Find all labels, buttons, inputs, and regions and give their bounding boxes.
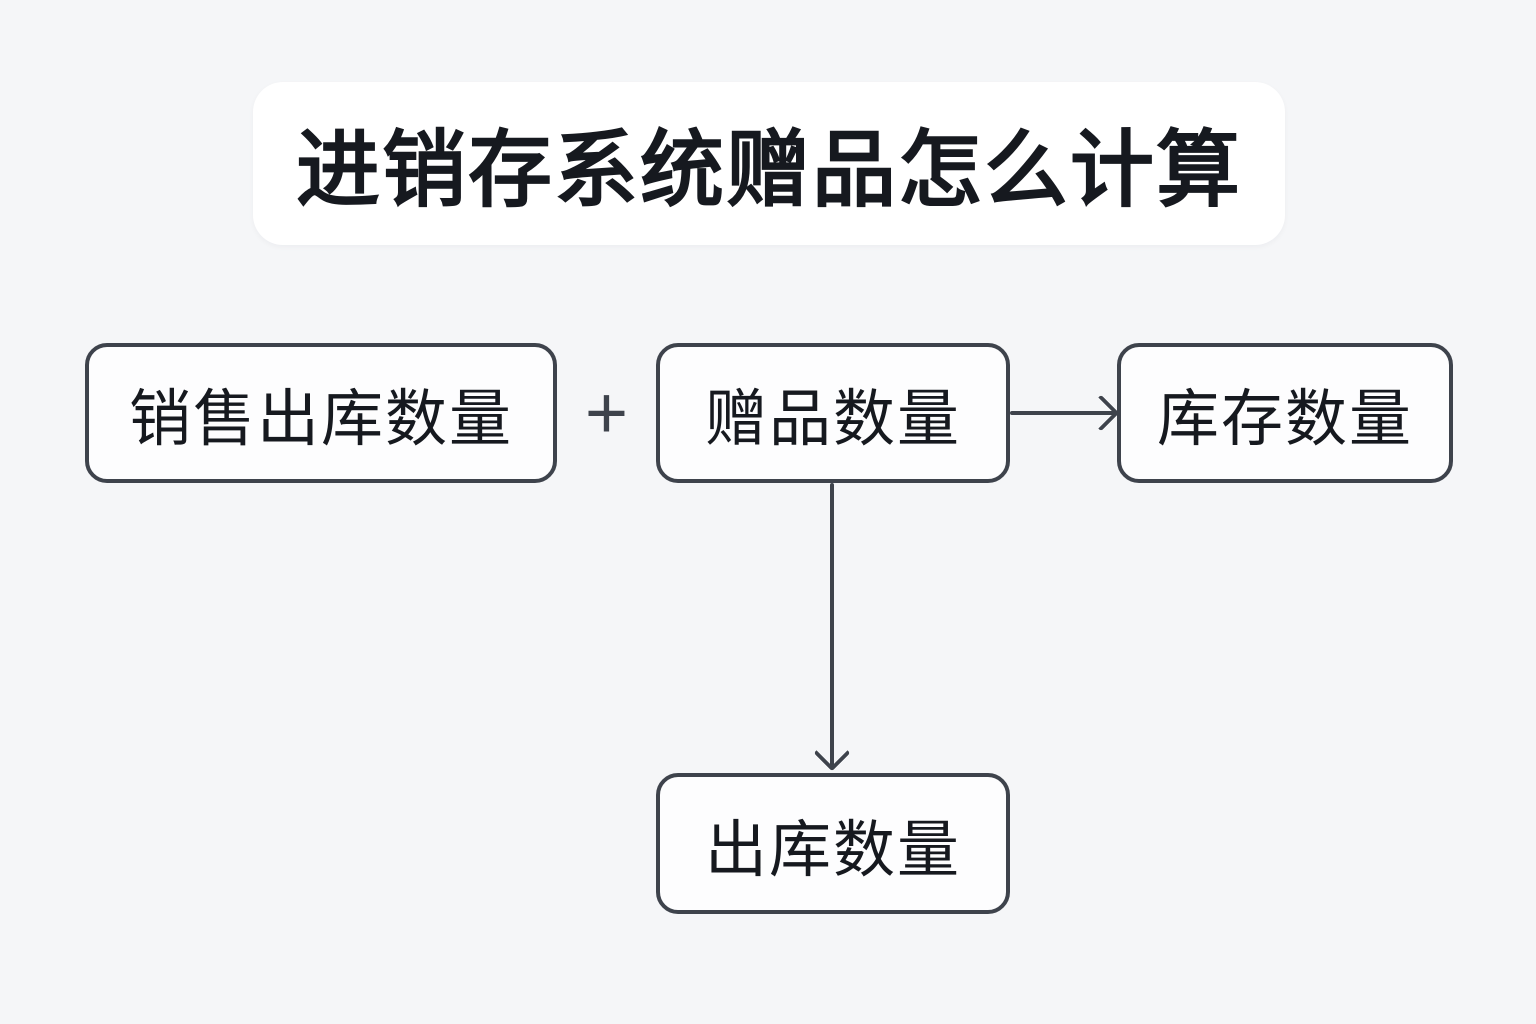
title-card: 进销存系统赠品怎么计算 [253, 82, 1285, 245]
node-sales-outbound-quantity-label: 销售出库数量 [128, 385, 513, 454]
node-outbound-quantity-label: 出库数量 [704, 815, 961, 885]
node-gift-quantity: 赠品数量 [656, 343, 1010, 483]
node-inventory-quantity-label: 库存数量 [1156, 385, 1413, 454]
diagram-title: 进销存系统赠品怎么计算 [295, 123, 1242, 217]
plus-operator: + [584, 371, 629, 454]
node-outbound-quantity: 出库数量 [656, 773, 1010, 914]
node-sales-outbound-quantity: 销售出库数量 [85, 343, 557, 483]
arrow-gift-to-outbound [813, 483, 851, 772]
arrow-line [1010, 411, 1114, 415]
arrow-line [830, 483, 834, 766]
arrow-gift-to-inventory [1010, 394, 1120, 432]
node-gift-quantity-label: 赠品数量 [704, 385, 961, 454]
node-inventory-quantity: 库存数量 [1117, 343, 1453, 483]
arrow-down-icon [813, 734, 851, 772]
arrow-right-icon [1082, 394, 1120, 432]
